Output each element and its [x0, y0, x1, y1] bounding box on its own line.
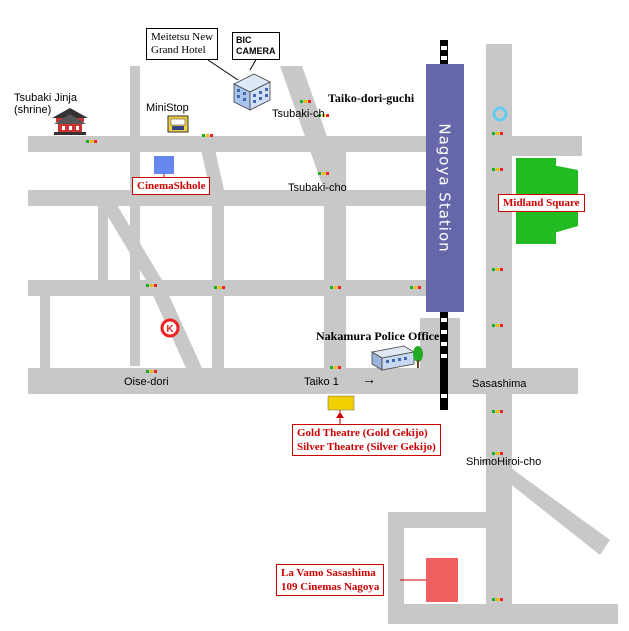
- nakamura-police-label: Nakamura Police Office: [316, 329, 440, 343]
- traffic-light-icon: [410, 286, 421, 289]
- tree-icon: [413, 346, 423, 368]
- taiko-1-arrow: →: [362, 371, 376, 387]
- hotel-line2: Grand Hotel: [151, 44, 206, 56]
- bic-camera-label: BIC CAMERA: [232, 32, 280, 60]
- road-diagonal-hotel: [198, 136, 224, 190]
- road-south-horizontal: [388, 604, 618, 624]
- roads: [28, 44, 618, 624]
- gold-silver-theatre-label: Gold Theatre (Gold Gekijo) Silver Theatr…: [292, 424, 441, 456]
- road-vertical-center: [212, 190, 224, 368]
- traffic-light-icon: [86, 140, 97, 143]
- cinema-skhole-label: CinemaSkhole: [132, 177, 211, 195]
- bic-line2: CAMERA: [236, 46, 276, 56]
- road-vertical-ministop: [130, 66, 140, 366]
- railway-track: [440, 40, 448, 410]
- la-vamo-block: [426, 558, 458, 602]
- tsubaki-cho-label: Tsubaki-cho: [288, 182, 347, 194]
- shrine-label: (shrine): [14, 104, 52, 116]
- road-lower-vertical: [388, 512, 404, 624]
- shimohiroi-cho-label: ShimoHiroi-cho: [466, 456, 542, 468]
- traffic-light-icon: [146, 370, 157, 373]
- road-taiko-diagonal: [280, 66, 346, 190]
- road-sw-diagonal: [92, 190, 162, 280]
- midland-square-label: Midland Square: [498, 194, 585, 212]
- shrine-icon: [52, 108, 88, 135]
- circle-k-letter: K: [166, 324, 174, 335]
- traffic-light-icon: [318, 172, 329, 175]
- road-lower-horizontal: [388, 512, 506, 528]
- la-vamo-label: La Vamo Sasashima 109 Cinemas Nagoya: [276, 564, 385, 596]
- bic-line1: BIC: [236, 35, 252, 45]
- nagoya-station-label: Nagoya Station: [426, 64, 464, 312]
- traffic-lights: [86, 100, 503, 601]
- traffic-light-icon: [492, 598, 503, 601]
- nagoya-station-text: Nagoya Station: [436, 123, 454, 253]
- traffic-light-icon: [492, 410, 503, 413]
- taiko-1-label: Taiko 1: [304, 376, 339, 388]
- police-building-icon: [370, 345, 416, 371]
- nagoya-station-building: [426, 64, 464, 312]
- circle-k-icon: K: [160, 318, 180, 338]
- road-short-vertical-left: [98, 206, 108, 280]
- traffic-light-icon: [492, 452, 503, 455]
- road-top-horizontal: [28, 136, 432, 152]
- hotel-line1: Meitetsu New: [151, 31, 214, 43]
- cinema-skhole-block: [154, 156, 174, 174]
- hotel-leader-line: [207, 59, 239, 81]
- gold-theatre-label: Gold Theatre (Gold Gekijo): [297, 427, 428, 439]
- la-vamo-line: La Vamo Sasashima: [281, 567, 376, 579]
- sasashima-label: Sasashima: [472, 378, 527, 390]
- road-vertical-taiko: [324, 150, 346, 370]
- ministop-label: MiniStop: [146, 102, 189, 114]
- traffic-light-icon: [300, 100, 311, 103]
- traffic-light-icon: [330, 286, 341, 289]
- road-east-stub: [512, 136, 582, 156]
- silver-theatre-label: Silver Theatre (Silver Gekijo): [297, 441, 436, 453]
- traffic-light-icon: [202, 134, 213, 137]
- subway-icon: [492, 106, 508, 122]
- oise-dori-label: Oise-dori: [124, 376, 169, 388]
- taiko-dori-guchi-label: Taiko-dori-guchi: [328, 91, 415, 105]
- building-icon: [233, 73, 271, 111]
- ministop-icon: [167, 115, 189, 133]
- traffic-light-icon: [492, 168, 503, 171]
- tsubaki-jinja-label: Tsubaki Jinja: [14, 92, 77, 104]
- traffic-light-icon: [214, 286, 225, 289]
- road-east-main-vertical: [486, 44, 512, 624]
- road-nakamura-west-vertical: [40, 280, 50, 370]
- traffic-light-icon: [492, 268, 503, 271]
- tsubaki-ch-top-label: Tsubaki-ch: [272, 108, 325, 120]
- road-tsubaki-cho-horizontal: [28, 190, 432, 206]
- gold-theatre-arrow: [336, 412, 344, 418]
- road-sasashima-diagonal: [480, 460, 610, 555]
- traffic-light-icon: [318, 114, 329, 117]
- traffic-light-icon: [146, 284, 157, 287]
- cinemas-109-line: 109 Cinemas Nagoya: [281, 581, 380, 593]
- traffic-light-icon: [492, 132, 503, 135]
- gold-theatre-block: [327, 395, 355, 411]
- traffic-light-icon: [492, 324, 503, 327]
- road-mid-horizontal: [28, 280, 432, 296]
- meitetsu-hotel-label: Meitetsu New Grand Hotel: [146, 28, 219, 60]
- traffic-light-icon: [330, 366, 341, 369]
